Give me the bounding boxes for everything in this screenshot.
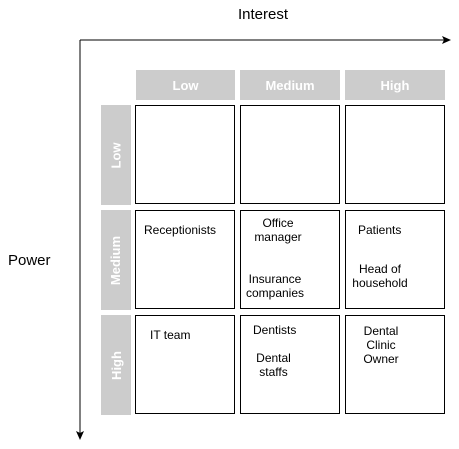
cell-low-power-high-interest <box>345 105 445 204</box>
row-header-high-label: High <box>108 350 124 380</box>
y-axis-arrow <box>76 40 84 440</box>
row-header-high: High <box>101 315 131 415</box>
stakeholder-label: Insurance companies <box>245 272 305 300</box>
stakeholder-label: Dentists <box>253 323 297 337</box>
cell-low-power-medium-interest <box>240 105 340 204</box>
cell-medium-power-high-interest: Patients Head of household <box>345 210 445 309</box>
column-header-high: High <box>345 70 445 100</box>
column-header-low: Low <box>136 70 235 100</box>
cell-high-power-medium-interest: Dentists Dental staffs <box>240 315 340 414</box>
stakeholder-label: Dental staffs <box>256 351 291 379</box>
y-axis-title: Power <box>8 252 51 269</box>
stakeholder-label: Dental Clinic Owner <box>363 324 399 366</box>
cell-high-power-high-interest: Dental Clinic Owner <box>345 315 445 414</box>
cell-high-power-low-interest: IT team <box>135 315 235 414</box>
stakeholder-label: Patients <box>358 223 402 237</box>
row-header-medium-label: Medium <box>108 235 124 285</box>
cell-medium-power-low-interest: Receptionists <box>135 210 235 309</box>
row-header-low: Low <box>101 105 131 205</box>
stakeholder-label: Receptionists <box>144 223 217 237</box>
x-axis-arrow <box>80 36 451 44</box>
stakeholder-label: IT team <box>150 328 191 342</box>
stakeholder-label: Head of household <box>352 262 408 290</box>
cell-low-power-low-interest <box>135 105 235 204</box>
row-header-medium: Medium <box>101 210 131 310</box>
stakeholder-label: Office manager <box>254 216 302 244</box>
row-header-low-label: Low <box>108 142 124 168</box>
x-axis-title: Interest <box>238 6 289 23</box>
cell-medium-power-medium-interest: Office manager Insurance companies <box>240 210 340 309</box>
column-header-medium: Medium <box>240 70 340 100</box>
